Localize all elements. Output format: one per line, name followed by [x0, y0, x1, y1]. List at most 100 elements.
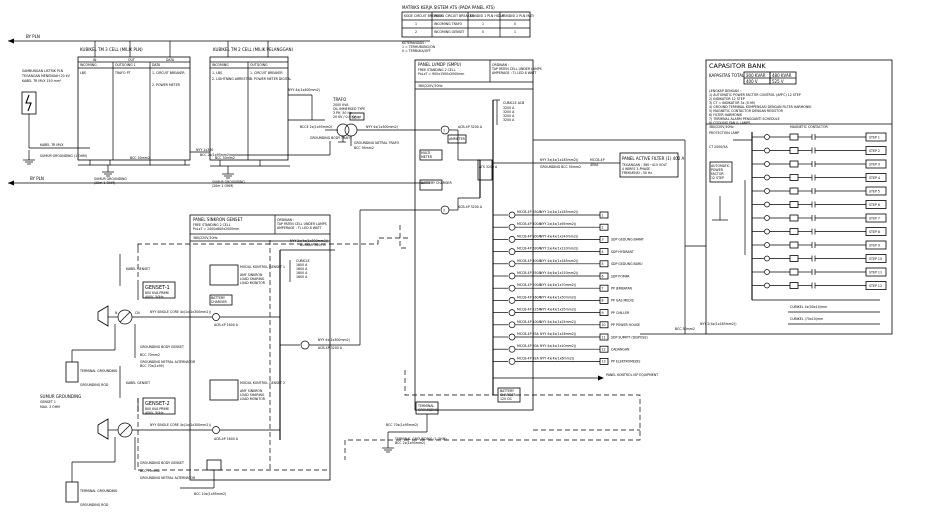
kubikel-tm-pelanggan: KUBIKEL TM 2 CELL (MILIK PELANGGAN) INCO… [190, 41, 325, 188]
ammeter-box [447, 134, 467, 144]
capacitor-ct: CT 2000/5A [709, 145, 728, 149]
multifunction-meter-box [419, 149, 443, 161]
lvmdp-sub1: FREE STANDING 2 CELL [418, 68, 456, 72]
ct-icon [300, 340, 310, 350]
feeder-label: PP CHILLER [611, 311, 630, 315]
feeder-target-box [599, 235, 609, 243]
svg-text:12V DC: 12V DC [500, 397, 513, 401]
feeder-label: SDP GEDUNG BARU [611, 262, 643, 266]
lvmdp-ord3: AMPERAGE : TL LED 8 WATT [492, 71, 536, 75]
feeder-cable: NYY 4x(4x(1x10mm2)) [540, 344, 576, 348]
lvmdp-sub2: PxLxT = 900x1500x2000mm [418, 72, 464, 76]
capacitor-bcc: BCC 50mm2 [675, 327, 695, 331]
feeder-index: 7 [602, 287, 604, 291]
genset-2-label: GENSET-2 [145, 401, 170, 407]
sinkron-sub2: PxLxT = 2400x800x2000mm [193, 227, 239, 231]
kubikel-pln-h2: OUTGOING 1 [115, 63, 136, 67]
svg-text:NYY 3x(4x(1x185mm2)): NYY 3x(4x(1x185mm2)) [540, 158, 578, 162]
matrix-note-1: 1 = TERHUBUNG/ON [402, 45, 436, 49]
feeder-index: 11 [602, 335, 606, 339]
feeder-cb: MCCB-4P 400A [517, 259, 542, 263]
fuse-icon [764, 147, 770, 154]
svg-text:BCC 70mm2: BCC 70mm2 [140, 469, 160, 473]
feeder-cb: MCCB-4P 63A [517, 332, 540, 336]
lvmdp-light-1: 3200 A [503, 106, 515, 110]
feeder-label: SDP HYDRANT [611, 250, 634, 254]
sumur-grounding-label: SUMUR GROUNDING [40, 394, 81, 399]
capacitor-step-row: STEP 10 [752, 254, 887, 263]
feeder-cb: MCCB-4P 630A [517, 210, 542, 214]
grounding-body-genset-2: GROUNDING BODY GENSET [140, 461, 184, 465]
contactor-icon [789, 187, 799, 195]
trafo-spec-3: 3 PH, 50 Hz [333, 111, 352, 115]
step-box [865, 132, 887, 142]
fuse-icon [764, 188, 770, 194]
panel-kontrol-isp: PANEL KONTROL ISP EQUIPMENT [493, 373, 658, 381]
kubikel-pln-title: KUBIKEL TM 3 CELL (MILIK PLN) [80, 47, 143, 52]
nyy-right-label: NYY 4x(1x300mm2) [366, 125, 398, 129]
sinkron-title: PANEL SINKRON GENSET [193, 217, 243, 222]
svg-text:(20m 1 OHM): (20m 1 OHM) [94, 181, 115, 185]
breaker-icon [508, 284, 516, 292]
feeder-label: PP GAS MEDIS [611, 299, 634, 303]
capacitor-val2: 400 V [746, 79, 758, 84]
capacitor-step-row: STEP 12 [752, 281, 887, 290]
terminal-grounding-label-1: TERMINAL GROUNDING [79, 369, 118, 373]
lvmdp-cb1: ACB-4P 3200 A [458, 125, 483, 129]
svg-text:1600 A: 1600 A [296, 271, 308, 275]
fuse-icon [764, 255, 770, 262]
kubikel-pln-c4: 2. POWER METER [152, 83, 181, 87]
capacitor-note: 6) FILTER HARMONIK [709, 113, 743, 117]
contactor-icon [789, 255, 799, 262]
kubikel-pel-h1: INCOMING [212, 63, 229, 67]
capacitor-breaker: PROTECTION LAMP [709, 131, 739, 135]
step-label: STEP 10 [869, 257, 882, 261]
svg-text:N: N [115, 311, 118, 315]
capacitor-volt: 380/220V,50Hz [709, 125, 734, 129]
feeder-cable: NYY 4x(4x(1x185mm2)) [540, 259, 578, 263]
lvmdp-ord: ORDINAN : [492, 63, 509, 67]
step-box [865, 146, 887, 155]
kubikel-pln-c2: TRAFO PT [114, 71, 130, 75]
svg-text:CHARGER: CHARGER [211, 300, 228, 304]
feeder-target-box [599, 309, 609, 317]
feeder-target-box [599, 211, 609, 219]
terminal-grounding-label-2: TERMINAL GROUNDING [79, 489, 118, 493]
contactor-icon [789, 201, 799, 208]
feeder-target-box [599, 357, 609, 365]
sinkron-modul2: MODUL KONTROL GENSET 2 [240, 381, 285, 385]
sinkron-sub3: 380/220V,50Hz [193, 236, 218, 240]
svg-text:1600 A: 1600 A [296, 267, 308, 271]
contactor-icon [789, 268, 799, 276]
svg-text:SUMUR GROUNDING: SUMUR GROUNDING [94, 177, 127, 181]
feeder-index: 5 [602, 262, 604, 266]
svg-text:GROUNDING: GROUNDING [418, 408, 439, 412]
kabel-genset-2: KABEL GENSET [126, 381, 150, 385]
capacitor-total-label: KAPASITAS TOTAL : [709, 73, 747, 78]
battery-label: BATTERY CHARGER [421, 181, 452, 185]
lvmdp-frame [414, 59, 534, 411]
matrix-note-2: 0 = TERBUKA/OFF [402, 49, 431, 53]
kubikel-pel-c4: 2. POWER METER DIGITAL [250, 77, 292, 81]
terminal-grounding-2 [65, 481, 79, 503]
genset-1-label: GENSET-1 [145, 285, 170, 291]
matrix-r2c2: INCOMING GENSET [434, 30, 465, 34]
capacitor-title: CAPASITOR BANK [709, 62, 766, 70]
feeder-cb: MCCB-4P 50A [517, 344, 540, 348]
svg-text:AMF SINKRON: AMF SINKRON [240, 273, 263, 277]
genset-1-box [142, 281, 176, 299]
feeder-index: 2 [602, 226, 604, 230]
nyy-genset-1: NYY SINGLE CORE 4x(1x(1x300mm2)) [150, 310, 211, 314]
kubikel-pln-h3: DATA [152, 63, 161, 67]
feeder-label: CADANGAN [611, 348, 630, 352]
fuse-icon [764, 134, 770, 140]
step-box [865, 173, 887, 182]
feeder-target-box [599, 345, 609, 353]
kubikel-pel-c3: 2. LIGHTNING ARRESTER [212, 77, 252, 81]
